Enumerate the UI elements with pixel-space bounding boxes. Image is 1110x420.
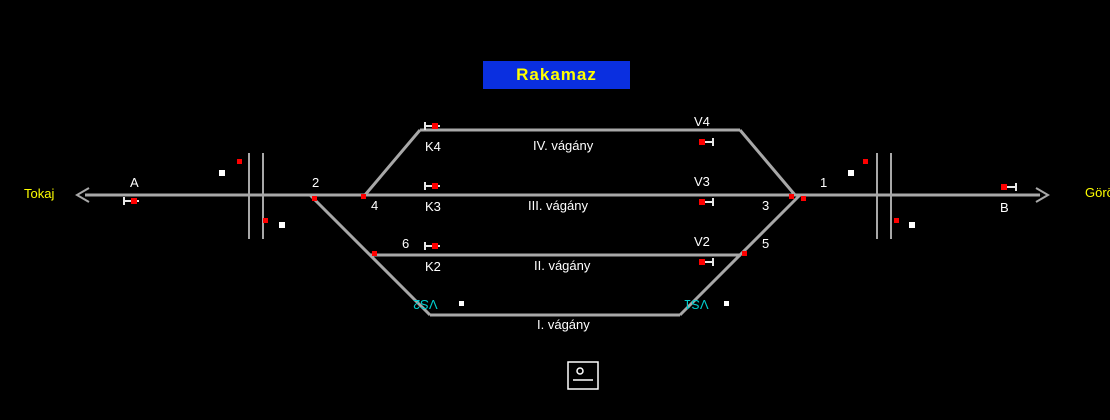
- signal-lamp: [432, 123, 438, 129]
- switch-1-label[interactable]: 1: [820, 175, 828, 190]
- station-title-box: Rakamaz: [483, 61, 630, 89]
- signal-k2-icon[interactable]: [424, 242, 440, 250]
- signal-vs2-label[interactable]: VS2: [413, 297, 438, 312]
- switch-5-indicator[interactable]: [742, 251, 747, 256]
- switch-4-indicator[interactable]: [361, 194, 366, 199]
- signal-vs1-label[interactable]: VS1: [684, 297, 709, 312]
- signal-a-icon[interactable]: [123, 197, 139, 205]
- switch-2-indicator[interactable]: [312, 196, 317, 201]
- white-plate: [279, 222, 285, 228]
- white-plate: [909, 222, 915, 228]
- track3-label: III. vágány: [528, 198, 588, 213]
- switch-5-label[interactable]: 5: [762, 236, 770, 251]
- track4-label: IV. vágány: [533, 138, 594, 153]
- white-plate: [848, 170, 854, 176]
- switch-4-label[interactable]: 4: [371, 198, 379, 213]
- red-lamp: [894, 218, 899, 223]
- shunt-signal-vs2-icon[interactable]: [459, 301, 464, 306]
- signal-k4-icon[interactable]: [424, 122, 440, 130]
- switch-1-indicator[interactable]: [801, 196, 806, 201]
- signal-lamp: [699, 139, 705, 145]
- signal-lamp: [699, 259, 705, 265]
- switch-6-indicator[interactable]: [372, 251, 377, 256]
- signal-lamp: [131, 198, 137, 204]
- direction-label-right: Görö: [1085, 185, 1110, 200]
- signal-k3-label[interactable]: K3: [425, 199, 441, 214]
- diagonal-left-bottom[interactable]: [308, 193, 432, 317]
- signal-b-icon[interactable]: [1001, 183, 1017, 191]
- signal-v2-label[interactable]: V2: [694, 234, 710, 249]
- station-title: Rakamaz: [516, 65, 597, 84]
- track2-label: II. vágány: [534, 258, 591, 273]
- switch-2-label[interactable]: 2: [312, 175, 320, 190]
- arrow-right-icon: [1035, 187, 1050, 203]
- track1-label: I. vágány: [537, 317, 590, 332]
- white-plate: [219, 170, 225, 176]
- signal-k3-icon[interactable]: [424, 182, 440, 190]
- joint-indicators-left: [219, 159, 285, 228]
- track-lines: [85, 128, 1040, 317]
- signal-v4-label[interactable]: V4: [694, 114, 710, 129]
- switch-6-label[interactable]: 6: [402, 236, 410, 251]
- switch-indicators: [312, 194, 806, 256]
- signal-v3-icon[interactable]: [699, 198, 714, 206]
- signal-lamp: [432, 243, 438, 249]
- direction-arrows: [75, 187, 1050, 203]
- signal-lamp: [699, 199, 705, 205]
- diagonal-right-bottom[interactable]: [678, 193, 802, 317]
- arrow-left-icon: [75, 187, 90, 203]
- red-lamp: [263, 218, 268, 223]
- switch-3-indicator[interactable]: [789, 194, 794, 199]
- signal-v3-label[interactable]: V3: [694, 174, 710, 189]
- signal-v4-icon[interactable]: [699, 138, 714, 146]
- diagonal-left-top[interactable]: [363, 129, 422, 196]
- direction-label-left: Tokaj: [24, 186, 55, 201]
- signal-b-label[interactable]: B: [1000, 200, 1009, 215]
- diagonal-right-top[interactable]: [738, 129, 797, 196]
- switch-3-label[interactable]: 3: [762, 198, 770, 213]
- joint-indicators-right: [848, 159, 915, 228]
- signal-k2-label[interactable]: K2: [425, 259, 441, 274]
- signal-lamp: [432, 183, 438, 189]
- signal-k4-label[interactable]: K4: [425, 139, 441, 154]
- shunt-signal-dots: [459, 301, 729, 306]
- insulated-joints: [248, 153, 892, 239]
- signal-a-label[interactable]: A: [130, 175, 139, 190]
- signal-v2-icon[interactable]: [699, 258, 714, 266]
- block-instrument-frame: [567, 361, 599, 390]
- block-instrument-lamp: [576, 367, 584, 375]
- shunt-signal-vs1-icon[interactable]: [724, 301, 729, 306]
- block-instrument-icon[interactable]: [567, 361, 599, 390]
- signal-lamp: [1001, 184, 1007, 190]
- red-lamp: [237, 159, 242, 164]
- red-lamp: [863, 159, 868, 164]
